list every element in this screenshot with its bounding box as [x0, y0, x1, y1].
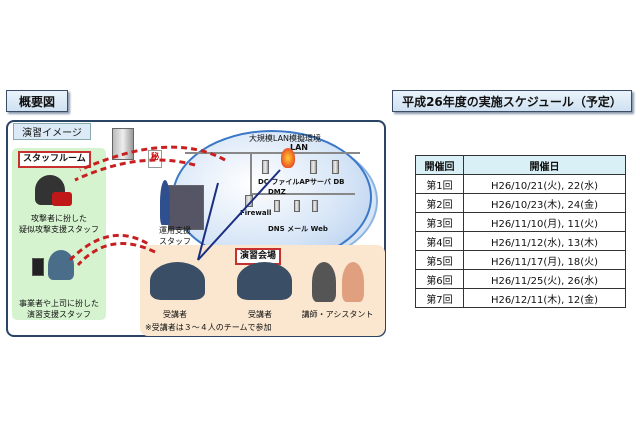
- lan-label: LAN: [290, 143, 308, 152]
- dns-server-icon: [274, 200, 280, 212]
- ap-server-icon: [310, 160, 317, 174]
- session-cell: 第7回: [415, 288, 464, 308]
- trainee-label-2: 受講者: [248, 310, 272, 319]
- business-staff-label: 事業者や上司に扮した演習支援スタッフ: [19, 299, 99, 319]
- db-server-icon: [332, 160, 339, 174]
- staff-room-area: [12, 148, 106, 320]
- instructor-figure: [312, 262, 336, 302]
- trainee-label-1: 受講者: [163, 310, 187, 319]
- schedule-title: 平成26年度の実施スケジュール（予定）: [392, 90, 632, 112]
- access-arrow: [197, 169, 281, 261]
- dc-server-icon: [262, 160, 269, 174]
- firewall-label: Firewall: [240, 209, 272, 217]
- attack-arrow: [79, 145, 226, 172]
- date-cell: H26/11/10(月), 11(火): [463, 212, 626, 232]
- date-cell: H26/10/21(火), 22(水): [463, 174, 626, 194]
- session-cell: 第4回: [415, 231, 464, 251]
- dmz-label: DMZ: [268, 188, 286, 196]
- attacker-staff-label: 攻撃者に扮した疑似攻撃支援スタッフ: [19, 214, 99, 234]
- date-cell: H26/11/17(月), 18(火): [463, 250, 626, 270]
- mail-server-icon: [294, 200, 300, 212]
- image-label: 演習イメージ: [13, 123, 91, 140]
- monitor-icon: [32, 258, 44, 276]
- session-cell: 第3回: [415, 212, 464, 232]
- header-session: 開催回: [415, 155, 464, 175]
- diagram-frame: [6, 120, 386, 337]
- session-cell: 第1回: [415, 174, 464, 194]
- access-arrow: [197, 182, 219, 261]
- session-cell: 第2回: [415, 193, 464, 213]
- dmz-line: [250, 193, 355, 195]
- fire-icon: [281, 148, 295, 168]
- date-cell: H26/11/12(水), 13(木): [463, 231, 626, 251]
- instructor-label: 講師・アシスタント: [301, 310, 374, 319]
- lan-line: [185, 152, 360, 154]
- trainee-group-2: [237, 262, 292, 300]
- date-cell: H26/11/25(火), 26(水): [463, 269, 626, 289]
- date-cell: H26/12/11(木), 12(金): [463, 288, 626, 308]
- attack-server-icon: [112, 128, 134, 160]
- trainee-group-1: [150, 262, 205, 300]
- session-cell: 第5回: [415, 250, 464, 270]
- laptop-icon: [52, 192, 72, 206]
- web-server-icon: [312, 200, 318, 212]
- attack-arrow: [74, 158, 196, 182]
- dmz-servers-labels: DNS メール Web: [268, 225, 328, 233]
- lan-servers-labels: DC ファイルAPサーバ DB: [258, 178, 345, 186]
- session-cell: 第6回: [415, 269, 464, 289]
- team-note: ※受講者は３～４人のチームで参加: [145, 323, 272, 332]
- assistant-figure: [342, 262, 364, 302]
- overview-title: 概要図: [6, 90, 68, 112]
- ops-staff-label: 運用支援スタッフ: [159, 226, 191, 246]
- mail-arrow: [76, 242, 156, 267]
- lan-env-label: 大規模LAN模擬環境: [248, 134, 322, 143]
- date-cell: H26/10/23(木), 24(金): [463, 193, 626, 213]
- header-date: 開催日: [463, 155, 626, 175]
- mail-arrow: [68, 233, 151, 262]
- ops-staff-figure: [160, 180, 170, 225]
- business-staff-figure: [48, 250, 74, 280]
- staff-room-label: スタッフルーム: [18, 151, 91, 168]
- lan-branch: [250, 153, 252, 193]
